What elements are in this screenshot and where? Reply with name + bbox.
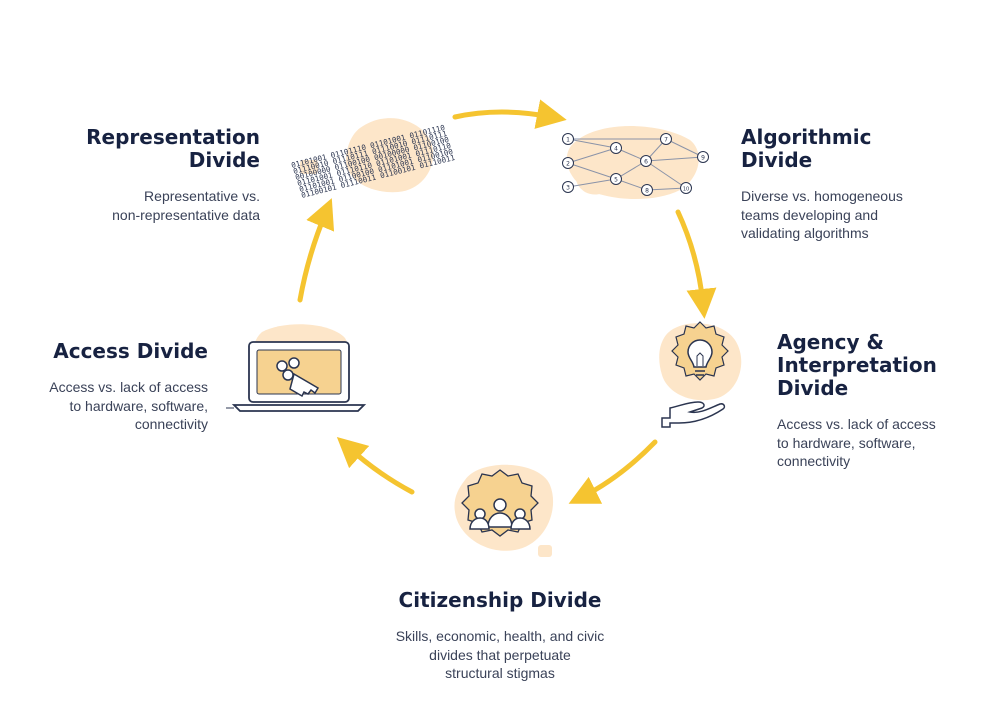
graph-node	[610, 142, 622, 154]
agency-description: Access vs. lack of access to hardware, s…	[777, 415, 987, 471]
laptop-key-icon	[226, 324, 367, 412]
citizenship-desc-line-2: divides that perpetuate	[429, 646, 571, 663]
arrow-citizenship-to-access	[336, 436, 415, 495]
graph-node-label: 6	[644, 158, 648, 165]
graph-node	[562, 157, 574, 169]
citizenship-title-line-1: Citizenship Divide	[398, 588, 602, 612]
graph-node-label: 1	[566, 136, 570, 143]
node-access-divide: Access Divide Access vs. lack of access …	[8, 340, 208, 434]
agency-title-line-1: Agency &	[777, 330, 884, 354]
people-group-icon	[454, 464, 554, 557]
graph-node	[660, 133, 672, 145]
graph-node-label: 4	[614, 145, 618, 152]
agency-desc-line-1: Access vs. lack of access	[777, 416, 936, 432]
access-desc-line-3: connectivity	[134, 416, 208, 432]
algorithmic-desc-line-2: teams developing and	[741, 206, 878, 223]
representation-title-line-1: Representation	[86, 125, 260, 149]
citizenship-desc-line-3: structural stigmas	[445, 665, 555, 681]
agency-desc-line-2: to hardware, software,	[777, 434, 916, 451]
agency-title-line-2: Interpretation	[777, 353, 937, 377]
graph-node	[680, 182, 692, 194]
algorithmic-title-line-1: Algorithmic	[741, 125, 872, 149]
graph-node-label: 5	[614, 176, 618, 183]
graph-node	[697, 151, 709, 163]
graph-node-label: 9	[701, 154, 705, 161]
access-description: Access vs. lack of access to hardware, s…	[8, 378, 208, 434]
network-graph-icon: 1 2 3 4 5 6 7 8 9 10	[562, 126, 709, 200]
representation-desc-line-1: Representative vs.	[144, 188, 260, 204]
graph-node-label: 7	[664, 136, 668, 143]
algorithmic-description: Diverse vs. homogeneous teams developing…	[741, 187, 971, 243]
graph-node	[562, 181, 574, 193]
graph-node	[562, 133, 574, 145]
node-agency-interpretation-divide: Agency & Interpretation Divide Access vs…	[777, 331, 987, 471]
representation-title-line-2: Divide	[188, 148, 260, 172]
algorithmic-desc-line-3: validating algorithms	[741, 225, 869, 241]
agency-title-line-3: Divide	[777, 376, 849, 400]
lightbulb-hand-icon	[659, 321, 742, 428]
algorithmic-desc-line-1: Diverse vs. homogeneous	[741, 188, 903, 204]
node-citizenship-divide: Citizenship Divide Skills, economic, hea…	[340, 589, 660, 683]
agency-title: Agency & Interpretation Divide	[777, 331, 987, 400]
arrow-access-to-representation	[297, 198, 335, 303]
graph-node	[610, 173, 622, 185]
agency-desc-line-3: connectivity	[777, 453, 851, 469]
citizenship-description: Skills, economic, health, and civic divi…	[340, 627, 660, 683]
algorithmic-title-line-2: Divide	[741, 148, 813, 172]
graph-node-label: 8	[645, 187, 649, 194]
binary-data-wave-icon: 01101001 01101110 01101001 0110111001110…	[290, 118, 456, 200]
representation-description: Representative vs. non-representative da…	[60, 187, 260, 224]
access-desc-line-2: to hardware, software,	[69, 397, 208, 414]
citizenship-desc-line-1: Skills, economic, health, and civic	[395, 628, 605, 644]
arrow-agency-to-citizenship	[568, 439, 658, 504]
graph-node-label: 10	[683, 186, 689, 192]
access-title: Access Divide	[8, 340, 208, 363]
access-desc-line-1: Access vs. lack of access	[49, 379, 208, 395]
node-representation-divide: Representation Divide Representative vs.…	[60, 126, 260, 224]
representation-title: Representation Divide	[60, 126, 260, 172]
graph-node-label: 3	[566, 184, 570, 191]
algorithmic-title: Algorithmic Divide	[741, 126, 971, 172]
arrow-algorithmic-to-agency	[675, 209, 717, 319]
graph-node	[640, 155, 652, 167]
access-title-line-1: Access Divide	[53, 339, 208, 363]
citizenship-title: Citizenship Divide	[340, 589, 660, 612]
graph-node-label: 2	[566, 160, 570, 167]
node-algorithmic-divide: Algorithmic Divide Diverse vs. homogeneo…	[741, 126, 971, 243]
representation-desc-line-2: non-representative data	[112, 206, 260, 223]
graph-node	[641, 184, 653, 196]
arrow-representation-to-algorithmic	[452, 99, 567, 129]
